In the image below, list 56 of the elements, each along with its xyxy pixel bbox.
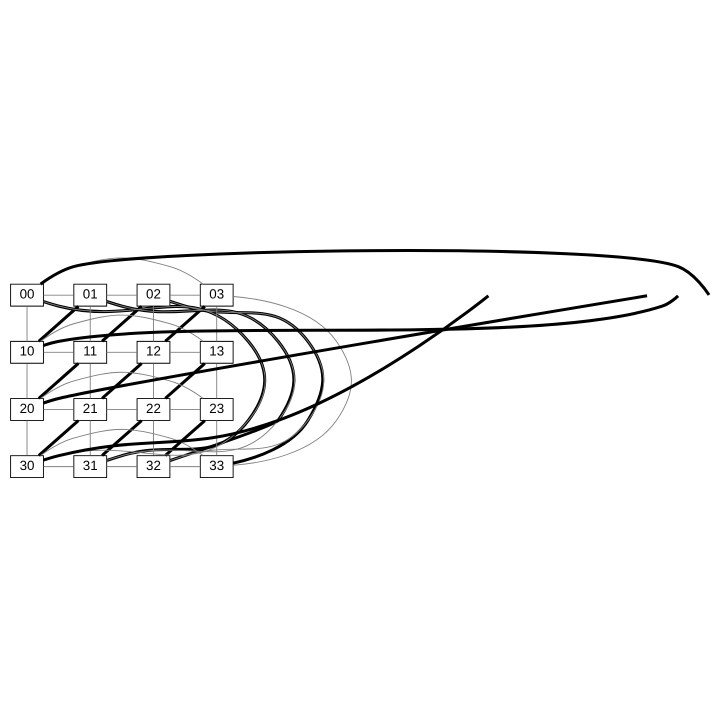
connector	[43, 466, 74, 467]
node-box: 03	[200, 283, 234, 306]
connector	[38, 304, 80, 342]
connector	[170, 294, 201, 296]
connector	[164, 418, 206, 456]
node-box: 11	[73, 340, 108, 364]
connector	[90, 305, 91, 342]
node-box: 20	[10, 398, 44, 420]
connector	[164, 362, 206, 400]
connector	[101, 304, 143, 342]
connector	[26, 362, 28, 398]
node-box: 33	[200, 454, 234, 478]
node-box: 22	[136, 398, 170, 420]
node-box: 32	[136, 454, 170, 478]
connector	[43, 351, 74, 352]
connector	[90, 362, 91, 398]
connector	[43, 294, 648, 404]
node-box: 30	[10, 454, 44, 478]
connector	[153, 305, 154, 342]
connector	[106, 294, 138, 296]
connector	[106, 408, 138, 410]
connector	[170, 466, 201, 467]
node-box: 21	[73, 398, 108, 420]
node-box: 12	[136, 340, 170, 364]
node-box: 02	[136, 283, 170, 306]
node-box: 23	[200, 398, 234, 420]
connector	[43, 294, 490, 462]
connector	[43, 294, 680, 346]
connector	[216, 420, 218, 456]
connector	[40, 428, 204, 456]
connector	[106, 466, 138, 467]
connector	[216, 305, 218, 342]
connector	[38, 418, 80, 456]
connector	[101, 418, 143, 456]
node-box: 10	[10, 340, 44, 364]
node-box: 00	[10, 283, 44, 306]
connector	[43, 408, 74, 410]
connector	[164, 304, 206, 342]
node-box: 01	[73, 283, 108, 306]
connector	[43, 294, 74, 296]
connector	[26, 420, 28, 456]
connector	[170, 351, 201, 352]
node-box: 31	[73, 454, 108, 478]
connector	[106, 351, 138, 352]
connector	[216, 362, 218, 398]
connector	[232, 296, 352, 466]
connector	[90, 420, 91, 456]
connector	[153, 420, 154, 456]
node-box: 13	[200, 340, 234, 364]
connector	[26, 305, 28, 342]
connector	[101, 362, 143, 400]
connector	[40, 314, 204, 342]
connector	[153, 362, 154, 398]
connector	[170, 408, 201, 410]
connector	[38, 362, 80, 400]
connector	[40, 371, 204, 398]
